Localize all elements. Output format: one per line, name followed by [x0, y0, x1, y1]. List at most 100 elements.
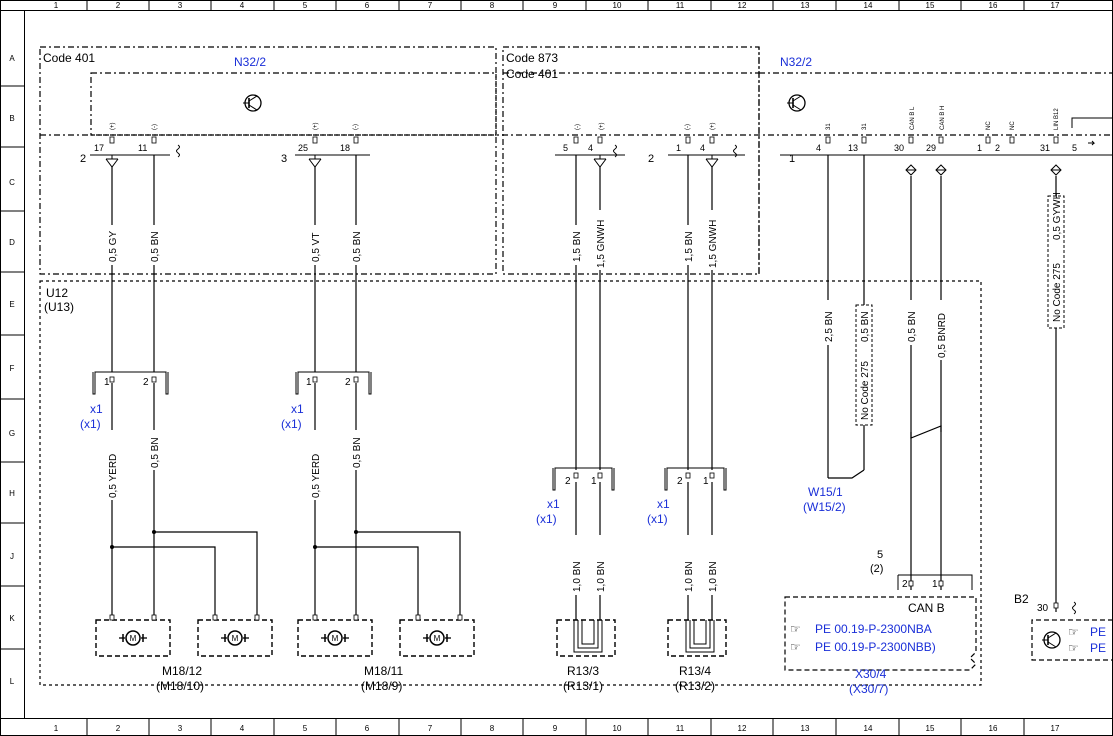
u13-label: (U13)	[44, 300, 74, 314]
ground-icon	[105, 154, 119, 168]
plug-label-x1-alt[interactable]: (x1)	[647, 512, 668, 526]
plug-label-x1-alt[interactable]: (x1)	[281, 417, 302, 431]
grid-column-label: 8	[490, 724, 495, 733]
signal-label: (+)	[313, 122, 319, 130]
grid-row-label: B	[9, 114, 14, 123]
wire-label: 1,5 BN	[572, 231, 583, 262]
component-label-alt[interactable]: (M18/9)	[361, 679, 402, 693]
plug-label-x1[interactable]: x1	[657, 497, 670, 511]
n32-label-right[interactable]: N32/2	[780, 55, 812, 69]
wire-label: 0,5 BNRD	[937, 313, 948, 358]
manual-reference-link[interactable]: PE	[1090, 625, 1106, 639]
plug-pin-number: 2	[677, 476, 683, 487]
plug-pin-number: 30	[1037, 603, 1049, 614]
pin-number: 31	[1040, 143, 1050, 153]
grid-column-label: 5	[303, 724, 308, 733]
wire-label: 0,5 BN	[150, 437, 161, 468]
signal-label: (-)	[152, 124, 158, 130]
wire-label: 1,0 BN	[596, 561, 607, 592]
pin-number: 25	[298, 143, 308, 153]
signal-label: CAN B L	[910, 106, 916, 130]
b2-label: B2	[1014, 592, 1029, 606]
n32-label-left[interactable]: N32/2	[234, 55, 266, 69]
wire-label: 0,5 BN	[150, 231, 161, 262]
grid-column-label: 16	[989, 1, 998, 10]
grid-column-label: 2	[116, 724, 121, 733]
grid-column-label: 11	[676, 724, 685, 733]
grid-row-label: J	[10, 552, 14, 561]
can-node-number: 5	[877, 549, 883, 561]
grid-row-label: H	[9, 489, 15, 498]
signal-label: NC	[986, 121, 992, 130]
connector-number: 2	[648, 153, 654, 165]
grid-column-label: 10	[613, 724, 622, 733]
signal-label: (+)	[599, 122, 605, 130]
manual-reference-link[interactable]: PE	[1090, 641, 1106, 655]
transfer-point-icon	[935, 164, 947, 176]
transistor-icon	[786, 94, 806, 112]
component-label[interactable]: R13/3	[567, 664, 599, 678]
component-label-alt[interactable]: (X30/7)	[849, 682, 888, 696]
plug-pin-number: 2	[345, 377, 351, 388]
wire-label: 0,5 BN	[352, 437, 363, 468]
grid-column-label: 3	[178, 1, 183, 10]
ground-point-label[interactable]: W15/1	[808, 485, 843, 499]
transfer-point-icon	[905, 164, 917, 176]
plug-label-x1[interactable]: x1	[547, 497, 560, 511]
signal-label: 31	[862, 123, 868, 130]
grid-row-label: D	[9, 238, 15, 247]
grid-row-label: E	[9, 300, 14, 309]
manual-reference-link[interactable]: PE 00.19-P-2300NBA	[815, 622, 932, 636]
no-code-note: No Code 275	[860, 361, 871, 420]
plug-label-x1[interactable]: x1	[90, 402, 103, 416]
plug-label-x1-alt[interactable]: (x1)	[80, 417, 101, 431]
plug-pin-number: 1	[591, 476, 597, 487]
wire-label: 1,5 GNWH	[596, 220, 607, 268]
pin-bar	[90, 144, 1113, 158]
component-label[interactable]: M18/12	[162, 664, 202, 678]
plug-label-x1-alt[interactable]: (x1)	[536, 512, 557, 526]
grid-column-label: 7	[428, 724, 433, 733]
motor-glyph: M	[130, 634, 137, 643]
component-label-alt[interactable]: (M18/10)	[156, 679, 204, 693]
component-label[interactable]: R13/4	[679, 664, 711, 678]
svg-text:☞: ☞	[790, 622, 801, 636]
component-label[interactable]: M18/11	[364, 664, 403, 678]
wire-label: 0,5 BN	[907, 311, 918, 342]
b2-sensor-frame	[1031, 619, 1113, 661]
pin-number: 2	[995, 143, 1000, 153]
plug-connectors	[92, 371, 973, 590]
heater-element-icon	[573, 619, 603, 653]
pin-number: 11	[138, 143, 147, 153]
wire-lines	[111, 155, 1057, 620]
ground-point-label-alt[interactable]: (W15/2)	[803, 500, 846, 514]
plug-pin-number: 2	[565, 476, 571, 487]
grid-column-label: 1	[54, 1, 59, 10]
component-label[interactable]: X30/4	[855, 667, 887, 681]
manual-reference-icon: ☞	[1068, 641, 1079, 655]
wire-label: 0,5 BN	[860, 311, 871, 342]
grid-column-label: 17	[1051, 1, 1060, 10]
module-frames	[39, 46, 1113, 686]
grid-column-label: 1	[54, 724, 59, 733]
grid-column-label: 13	[801, 1, 810, 10]
code-873-label: Code 873	[506, 51, 558, 65]
grid-column-label: 14	[864, 1, 873, 10]
wire-label: 0,5 BN	[352, 231, 363, 262]
grid-row-label: C	[9, 178, 15, 187]
plug-label-x1[interactable]: x1	[291, 402, 304, 416]
grid-row-label: A	[9, 54, 15, 63]
component-label-alt[interactable]: (R13/1)	[563, 679, 603, 693]
signal-label: CAN B H	[940, 106, 946, 130]
can-b-label: CAN B	[908, 601, 945, 615]
component-label-alt[interactable]: (R13/2)	[675, 679, 715, 693]
signal-label: (-)	[353, 124, 359, 130]
ground-icon	[705, 154, 719, 168]
grid-column-label: 15	[926, 724, 935, 733]
wire-label: 0,5 GYWH	[1052, 192, 1063, 240]
manual-reference-link[interactable]: PE 00.19-P-2300NBB)	[815, 640, 936, 654]
pin-number: 5	[1072, 143, 1077, 153]
plug-pin-number: 1	[306, 377, 312, 388]
